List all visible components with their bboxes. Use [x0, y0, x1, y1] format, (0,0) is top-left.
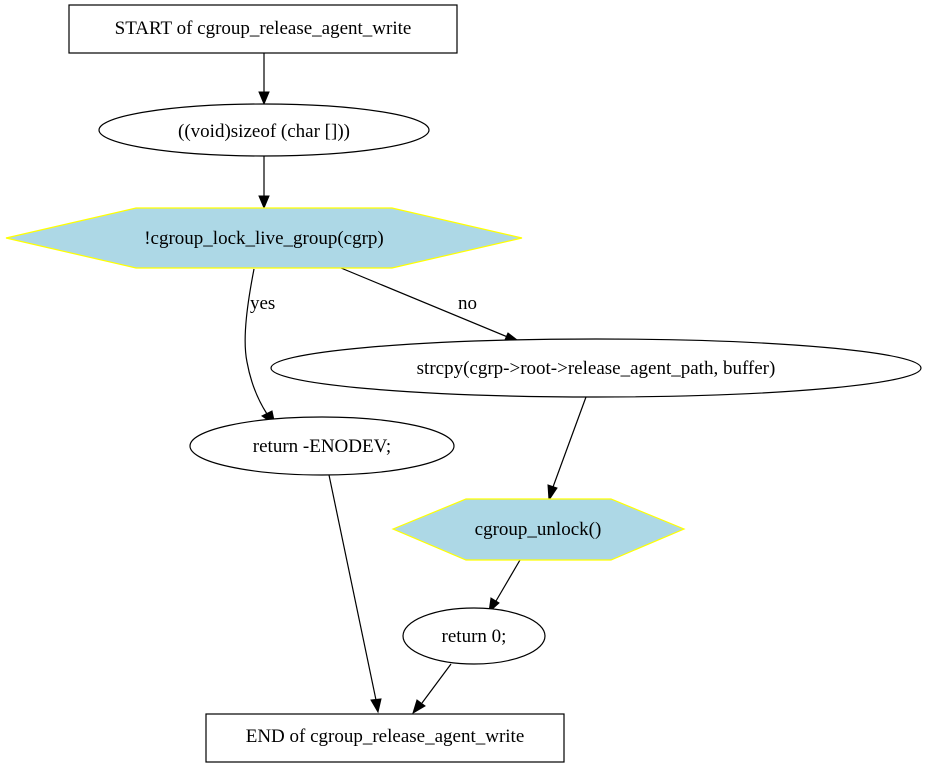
node-start: START of cgroup_release_agent_write: [68, 4, 458, 54]
edge-label-no: no: [458, 293, 477, 314]
decision-hexagon: [5, 207, 523, 269]
node-end-label: END of cgroup_release_agent_write: [246, 726, 525, 747]
node-return-zero: return 0;: [402, 607, 546, 665]
edge-lock-yes: yes: [244, 268, 276, 427]
node-unlock-label: cgroup_unlock(): [475, 519, 602, 540]
node-return-enodev-label: return -ENODEV;: [253, 436, 391, 457]
edge-sizeof-to-lock-check: [258, 156, 270, 210]
node-lock-check-label: !cgroup_lock_live_group(cgrp): [144, 228, 384, 249]
decision-hexagon: [391, 498, 686, 561]
node-unlock: cgroup_unlock(): [391, 498, 686, 561]
edge-label-yes: yes: [250, 293, 275, 314]
edge-return-zero-to-end: [412, 663, 452, 715]
edge-strcpy-to-unlock: [547, 396, 587, 502]
node-strcpy: strcpy(cgrp->root->release_agent_path, b…: [270, 338, 922, 398]
nodes: START of cgroup_release_agent_write ((vo…: [5, 4, 922, 763]
node-strcpy-label: strcpy(cgrp->root->release_agent_path, b…: [417, 358, 776, 379]
node-sizeof-label: ((void)sizeof (char [])): [178, 121, 350, 142]
node-sizeof: ((void)sizeof (char [])): [98, 103, 430, 157]
node-start-label: START of cgroup_release_agent_write: [115, 18, 412, 39]
node-end: END of cgroup_release_agent_write: [205, 713, 565, 763]
node-return-zero-label: return 0;: [442, 626, 507, 647]
edge-enodev-to-end: [328, 474, 382, 714]
node-lock-check: !cgroup_lock_live_group(cgrp): [5, 207, 523, 269]
node-return-enodev: return -ENODEV;: [189, 416, 455, 476]
edge-unlock-to-return-zero: [488, 559, 521, 614]
edge-start-to-sizeof: [258, 53, 270, 106]
edge-lock-no: no: [340, 267, 523, 344]
